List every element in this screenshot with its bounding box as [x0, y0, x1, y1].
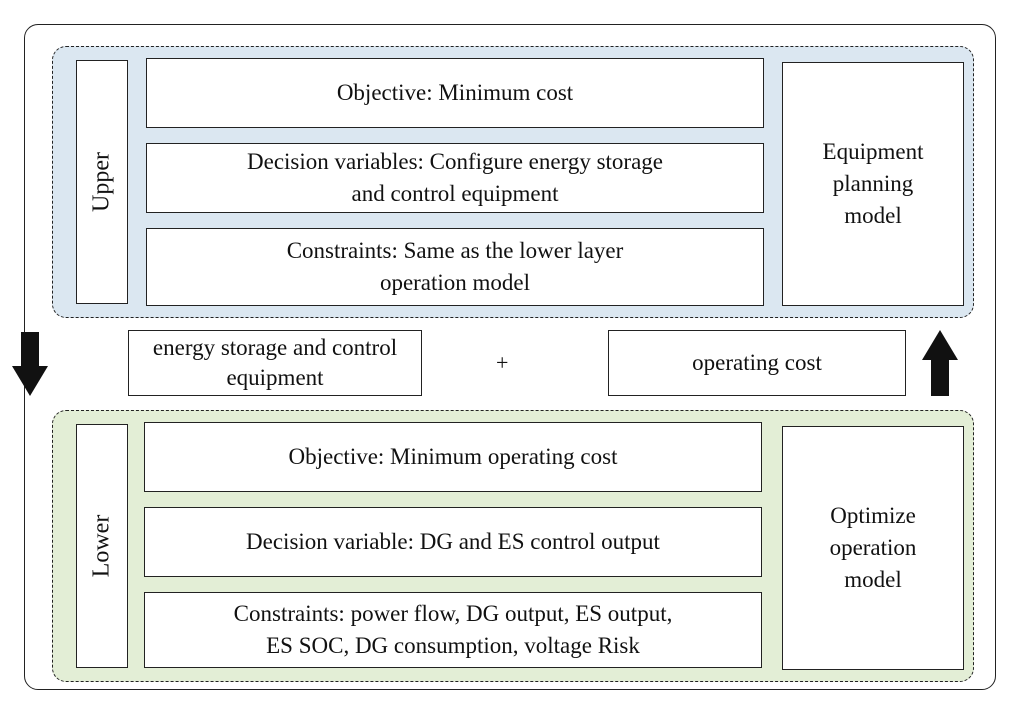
lower-objective-text: Objective: Minimum operating cost: [288, 444, 618, 469]
upper-constraints-box: Constraints: Same as the lower layer ope…: [146, 228, 764, 306]
operating-cost-box: operating cost: [608, 330, 906, 396]
upper-objective-box: Objective: Minimum cost: [146, 58, 764, 128]
lower-model-text-1: Optimize: [830, 503, 916, 528]
lower-constraints-box: Constraints: power flow, DG output, ES o…: [144, 592, 762, 668]
optimize-operation-model-box: Optimize operation model: [782, 426, 964, 670]
equipment-transfer-box: energy storage and control equipment: [128, 330, 422, 396]
upper-model-text-3: model: [844, 203, 902, 228]
upper-objective-text: Objective: Minimum cost: [336, 80, 574, 105]
upper-model-text-2: planning: [832, 171, 914, 196]
lower-constraints-text-1: Constraints: power flow, DG output, ES o…: [233, 601, 673, 626]
upper-decision-text-1: Decision variables: Configure energy sto…: [247, 149, 663, 174]
equipment-transfer-text-2: equipment: [226, 365, 324, 390]
equipment-transfer-text-1: energy storage and control: [152, 335, 398, 360]
upper-constraints-text-1: Constraints: Same as the lower layer: [286, 238, 624, 263]
lower-constraints-text-2: ES SOC, DG consumption, voltage Risk: [266, 633, 640, 658]
plus-sign: +: [496, 350, 509, 375]
operating-cost-text: operating cost: [692, 350, 822, 375]
upper-layer-label-text: Upper: [88, 152, 115, 212]
upper-decision-text-2: and control equipment: [351, 181, 559, 206]
lower-layer-label: Lower: [76, 424, 128, 668]
down-arrow-icon: [12, 332, 48, 396]
upper-layer-label: Upper: [76, 60, 128, 304]
lower-model-text-3: model: [844, 567, 902, 592]
equipment-planning-model-box: Equipment planning model: [782, 62, 964, 306]
lower-layer-label-text: Lower: [88, 514, 115, 578]
up-arrow-icon: [922, 330, 958, 396]
upper-constraints-text-2: operation model: [379, 270, 531, 295]
upper-decision-box: Decision variables: Configure energy sto…: [146, 143, 764, 213]
lower-decision-box: Decision variable: DG and ES control out…: [144, 507, 762, 577]
lower-decision-text: Decision variable: DG and ES control out…: [246, 529, 660, 554]
lower-model-text-2: operation: [829, 535, 917, 560]
upper-model-text-1: Equipment: [822, 139, 924, 164]
lower-objective-box: Objective: Minimum operating cost: [144, 422, 762, 492]
